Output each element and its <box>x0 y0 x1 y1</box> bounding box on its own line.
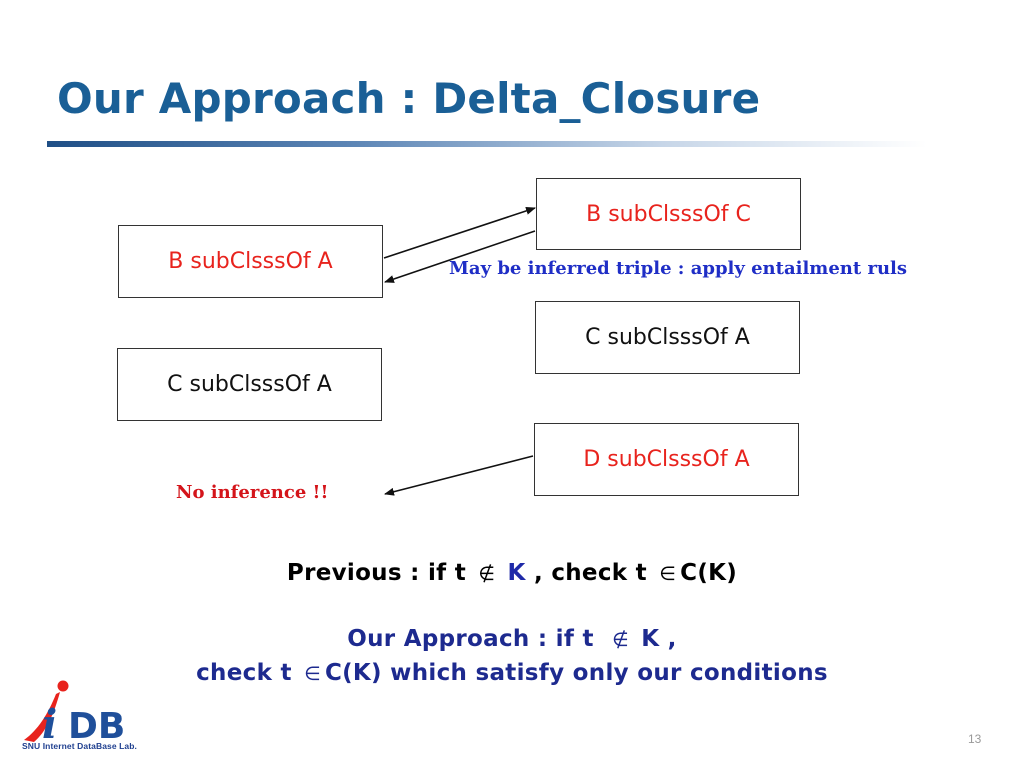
box-d-subclassof-a: D subClsssOf A <box>534 423 799 496</box>
inferred-triple-note: May be inferred triple : apply entailmen… <box>449 258 907 279</box>
box-b-subclassof-c: B subClsssOf C <box>536 178 801 250</box>
previous-prefix: Previous : if t <box>286 560 467 586</box>
our-approach-line-1: Our Approach : if t ∉ K , <box>0 626 1024 652</box>
box-c-subclassof-a-left: C subClsssOf A <box>117 348 382 421</box>
logo-caption: SNU Internet DataBase Lab. <box>22 741 138 751</box>
logo-dot <box>57 680 69 692</box>
not-in-symbol-2: ∉ <box>612 629 629 651</box>
arrow-to-no-inference <box>384 455 534 496</box>
box-b-subclassof-a: B subClsssOf A <box>118 225 383 298</box>
slide-title: Our Approach : Delta_Closure <box>57 74 761 123</box>
box-c-subclassof-a-right: C subClsssOf A <box>535 301 800 374</box>
our-line1-suffix: K , <box>641 626 677 652</box>
logo-swoosh <box>24 692 60 742</box>
previous-rule-line: Previous : if t ∉ K , check t ∈C(K) <box>0 560 1024 586</box>
our-line2-prefix: check t <box>196 660 292 686</box>
previous-k: K <box>507 560 526 586</box>
previous-suffix: C(K) <box>680 560 738 586</box>
logo-db: DB <box>68 706 125 747</box>
in-symbol-2: ∈ <box>304 663 321 685</box>
in-symbol: ∈ <box>659 563 677 585</box>
our-approach-line-2: check t ∈C(K) which satisfy only our con… <box>0 660 1024 686</box>
previous-middle: , check t <box>533 560 647 586</box>
arrow-to-b-subclassof-c <box>383 207 536 259</box>
logo-i: i <box>42 701 57 748</box>
our-line2-suffix: C(K) which satisfy only our conditions <box>324 660 828 686</box>
idb-logo: i DB <box>24 680 125 748</box>
title-underline <box>47 141 927 147</box>
no-inference-note: No inference !! <box>176 482 329 503</box>
page-number: 13 <box>968 732 982 746</box>
not-in-symbol: ∉ <box>478 563 496 585</box>
our-line1-prefix: Our Approach : if t <box>347 626 594 652</box>
